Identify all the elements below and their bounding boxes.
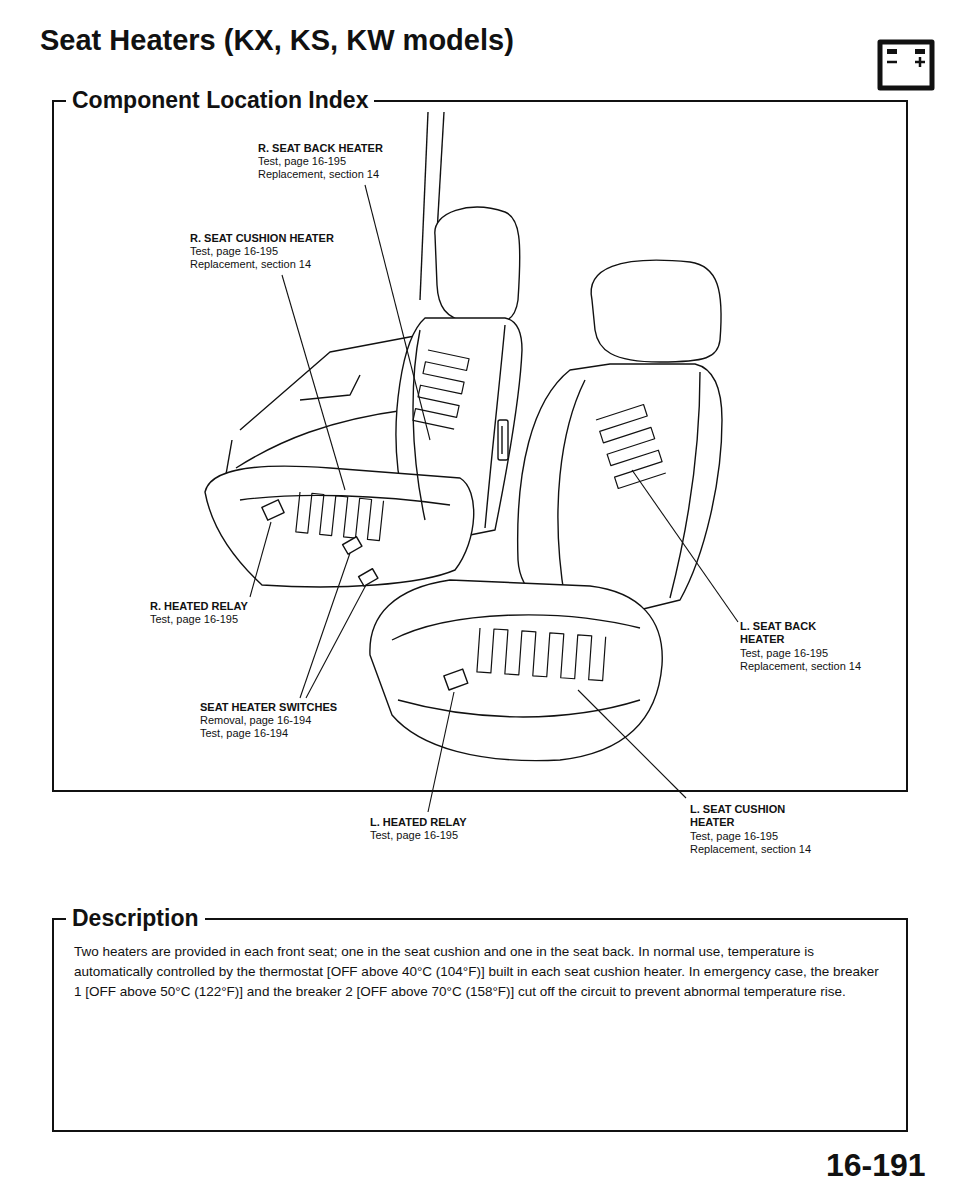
illustration-lines bbox=[205, 42, 932, 812]
section-heading: Description bbox=[66, 903, 205, 933]
page-title: Seat Heaters (KX, KS, KW models) bbox=[40, 22, 514, 58]
right-seat-heaters bbox=[296, 350, 469, 541]
callout-label: L. SEAT BACK HEATER bbox=[740, 620, 840, 646]
page-number: 16-191 bbox=[826, 1146, 926, 1184]
callout-label: Test, page 16-195 bbox=[740, 647, 828, 660]
callout-label: Test, page 16-195 bbox=[258, 155, 346, 168]
leader-lines bbox=[250, 185, 738, 812]
callout-label: Replacement, section 14 bbox=[258, 168, 379, 181]
callout-label: R. SEAT CUSHION HEATER bbox=[190, 232, 334, 245]
section-heading: Component Location Index bbox=[66, 85, 374, 115]
callout-label: L. SEAT CUSHION HEATER bbox=[690, 803, 810, 829]
description-text: Two heaters are provided in each front s… bbox=[74, 942, 886, 1018]
callout-label: R. SEAT BACK HEATER bbox=[258, 142, 383, 155]
callout-label: Test, page 16-194 bbox=[200, 727, 288, 740]
callout-label: Test, page 16-195 bbox=[190, 245, 278, 258]
switches-relays bbox=[262, 500, 378, 586]
callout-label: SEAT HEATER SWITCHES bbox=[200, 701, 337, 714]
left-seat-heaters bbox=[477, 405, 666, 681]
callout-label: Test, page 16-195 bbox=[370, 829, 458, 842]
battery-icon bbox=[880, 42, 932, 88]
callout-label: R. HEATED RELAY bbox=[150, 600, 248, 613]
section-panel: DescriptionTwo heaters are provided in e… bbox=[52, 918, 908, 1132]
callout-label: L. HEATED RELAY bbox=[370, 816, 467, 829]
callout-label: Removal, page 16-194 bbox=[200, 714, 311, 727]
callout-label: Test, page 16-195 bbox=[690, 830, 778, 843]
callout-label: Replacement, section 14 bbox=[690, 843, 811, 856]
callout-label: Replacement, section 14 bbox=[740, 660, 861, 673]
callout-label: Test, page 16-195 bbox=[150, 613, 238, 626]
section-panel: Component Location Index bbox=[52, 100, 908, 792]
left-seat bbox=[370, 260, 722, 760]
callout-label: Replacement, section 14 bbox=[190, 258, 311, 271]
